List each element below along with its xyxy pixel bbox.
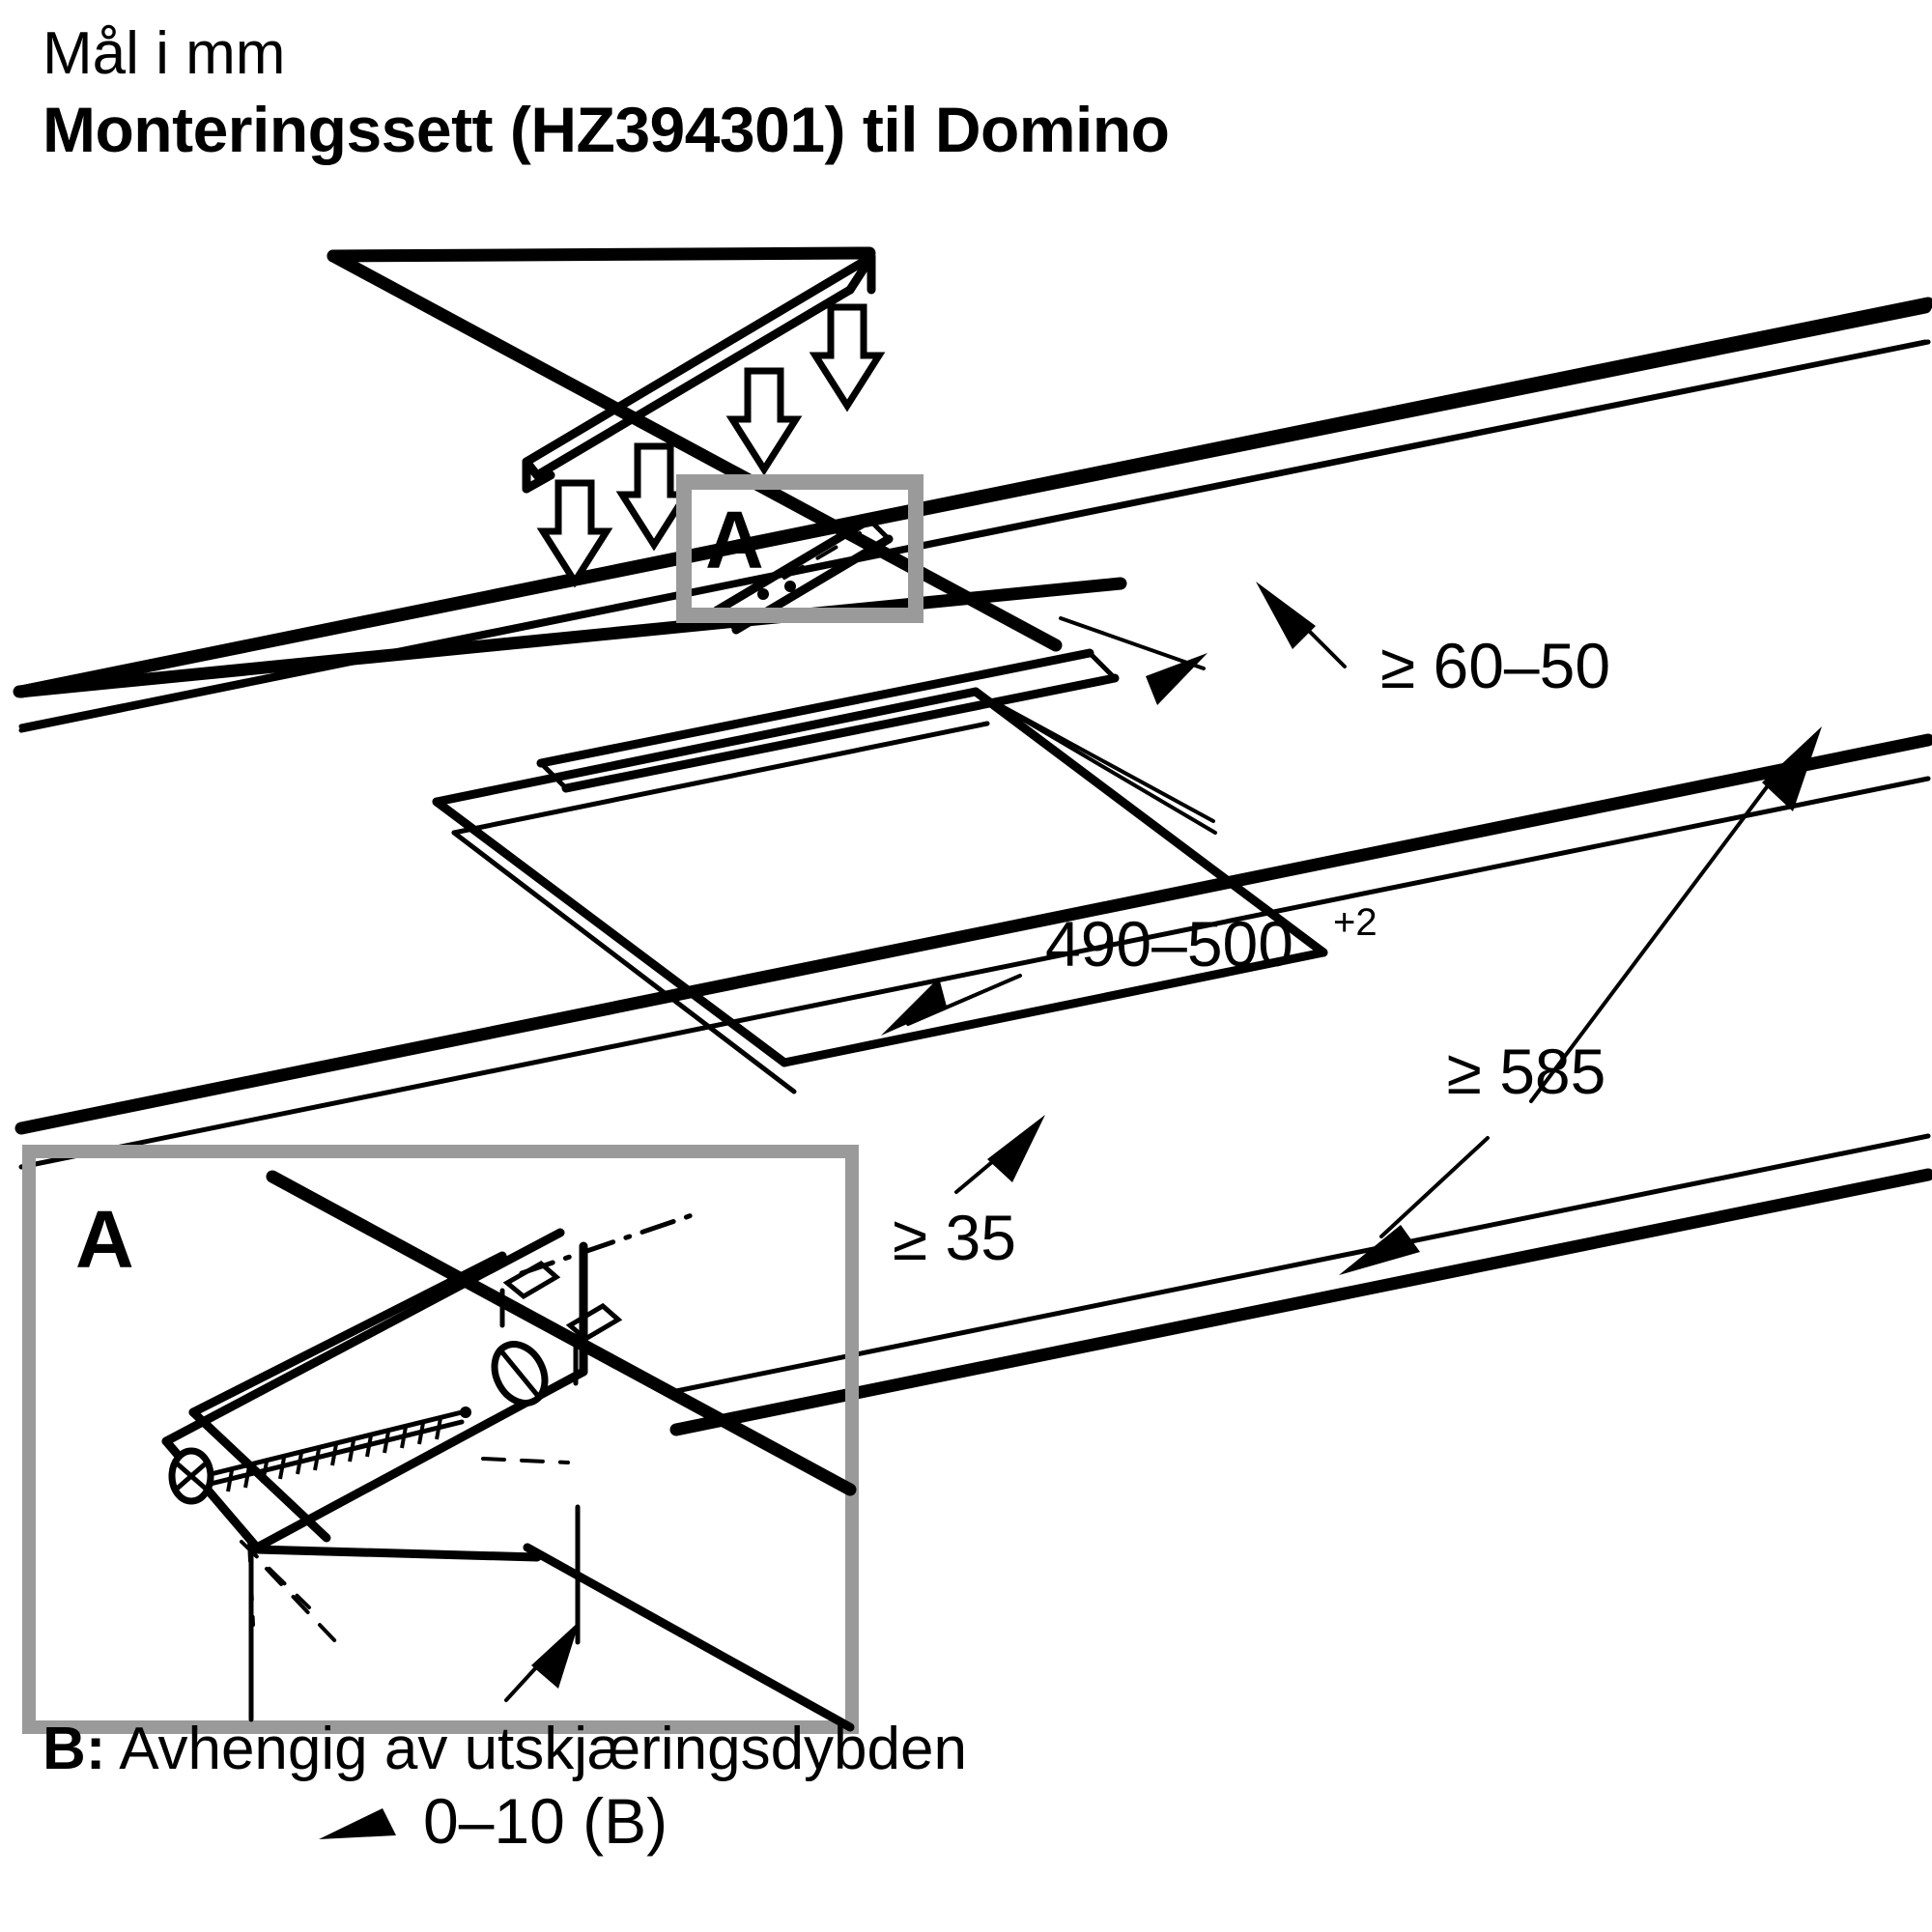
installed-mounting-rail (536, 648, 1120, 793)
mounting-bracket-tabs (499, 1260, 623, 1386)
down-arrow-icon (536, 479, 613, 588)
worktop-lower-strip (669, 1133, 1932, 1436)
insertion-arrows (536, 303, 886, 588)
main-isometric-view (13, 300, 1932, 729)
down-arrow-icon (725, 367, 803, 476)
dimension-label-490-500: 490–500 (1045, 908, 1293, 980)
worktop-cutout (432, 687, 1328, 1094)
dimension-arrow-icon (1256, 582, 1316, 649)
screw-hole-detail (491, 1341, 549, 1406)
worktop-outline (13, 577, 1127, 698)
worktop-slab (14, 297, 1932, 1170)
dimension-label-490-500-superscript: +2 (1333, 901, 1378, 944)
center-line (519, 1210, 700, 1276)
callout-a-label: A (705, 495, 764, 585)
dimension-label-585: ≥ 585 (1447, 1036, 1606, 1107)
down-arrow-icon (809, 303, 886, 412)
detail-lower-edges (523, 1543, 855, 1732)
dimension-arrow-icon (1339, 1225, 1420, 1275)
dimension-label-60-50: ≥ 60–50 (1380, 630, 1610, 701)
screw-icon (168, 1406, 471, 1505)
callout-box-a: A (676, 474, 923, 623)
footnote-key: B: (43, 1716, 106, 1782)
mounting-rail-part (327, 246, 1063, 652)
dimension-arrow-icon (319, 1808, 396, 1839)
rail-body-detail (161, 1228, 588, 1552)
dimension-arrow-icon (1762, 726, 1822, 811)
dimension-detail-gap: 0–10 (B) (319, 1621, 668, 1857)
dimension-depth-585: ≥ 585 (1339, 726, 1822, 1275)
down-arrow-icon (615, 442, 693, 552)
dimension-cutout-width: 490–500 +2 (881, 616, 1378, 1036)
dimension-arrow-icon (987, 1115, 1045, 1182)
detail-view-a: A (22, 1145, 859, 1857)
dimension-label-0-10: 0–10 (B) (423, 1785, 668, 1857)
screw-hole-dot (757, 588, 769, 600)
dimension-arrow-icon (881, 978, 947, 1036)
detail-a-label: A (75, 1194, 134, 1285)
dimension-arrow-icon (531, 1621, 580, 1689)
footnote-text: Avhengig av utskjæringsdybden (105, 1716, 967, 1782)
hidden-edges-detail (240, 1457, 581, 1722)
dimension-arrow-icon (1146, 653, 1208, 705)
page-title: Monteringssett (HZ394301) til Domino (43, 94, 1170, 165)
screw-hole-dot (784, 581, 796, 592)
dimension-edge-35: ≥ 35 (893, 1115, 1045, 1273)
units-subtitle: Mål i mm (43, 20, 286, 87)
footnote-b: B: Avhengig av utskjæringsdybden (43, 1715, 967, 1783)
dimension-label-35: ≥ 35 (893, 1202, 1016, 1273)
dimension-top-right: ≥ 60–50 (1256, 582, 1610, 701)
